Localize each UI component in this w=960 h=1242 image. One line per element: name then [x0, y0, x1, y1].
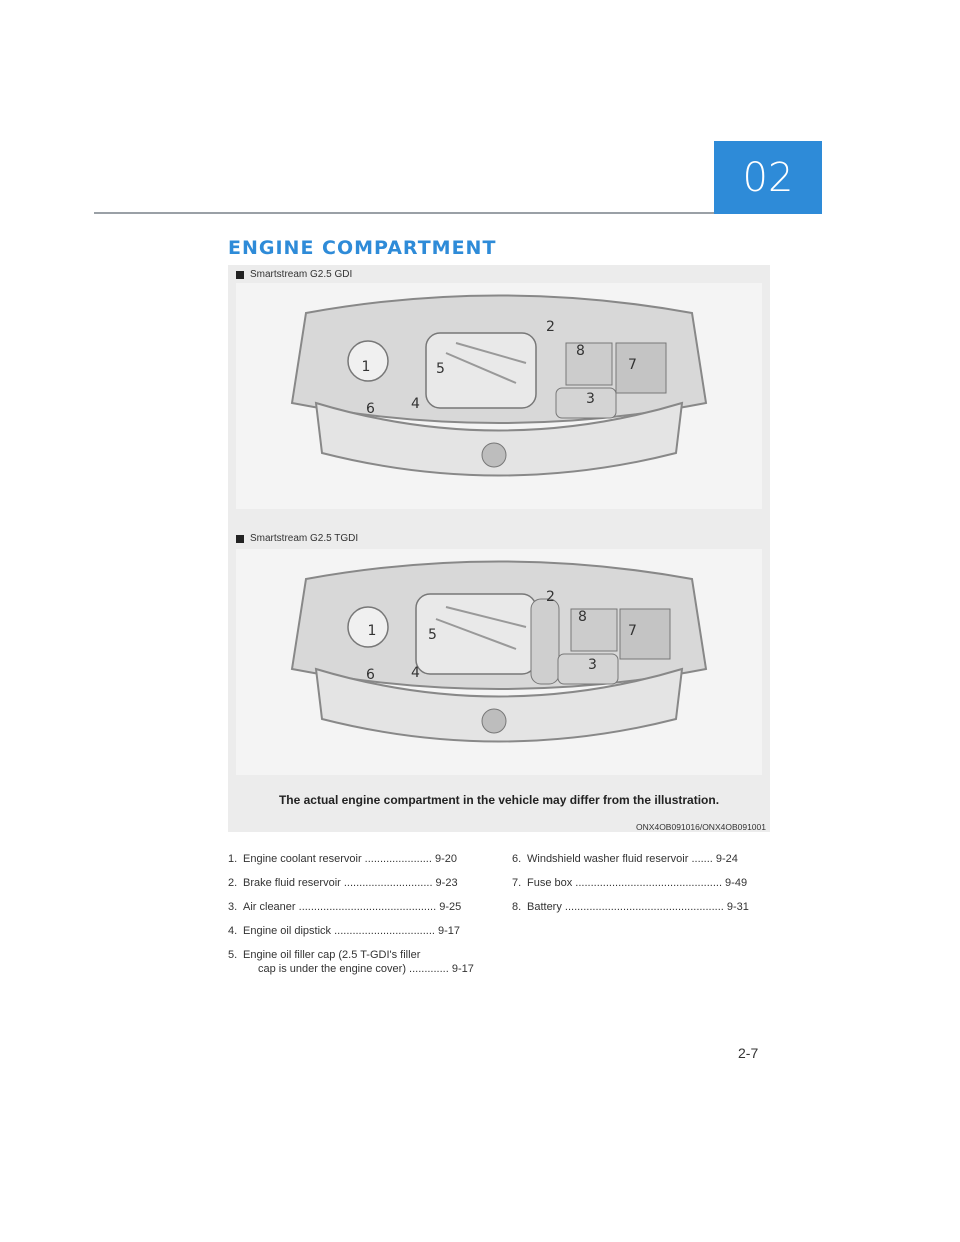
parts-list-left: 1. Engine coolant reservoir ............…: [228, 852, 490, 986]
item-text: Windshield washer fluid reservoir ......…: [527, 853, 738, 865]
item-text: Brake fluid reservoir ..................…: [243, 877, 458, 889]
figure-label-tgdi-text: Smartstream G2.5 TGDI: [250, 533, 359, 544]
callout-8: 8: [578, 609, 587, 625]
item-text: Fuse box ...............................…: [527, 877, 748, 889]
list-item: 5. Engine oil filler cap (2.5 T-GDI's fi…: [228, 948, 490, 976]
callout-6: 6: [366, 401, 375, 417]
figure-label-tgdi: Smartstream G2.5 TGDI: [236, 533, 358, 544]
engine-tgdi-svg: 1 2 3 4 5 6 7 8: [290, 560, 708, 743]
callout-4: 4: [411, 665, 420, 681]
engine-gdi-svg: 1 2 3 4 5 6 7 8: [290, 294, 708, 477]
bullet-square-icon: [236, 534, 244, 543]
item-text: Battery ................................…: [527, 901, 749, 913]
item-text: Engine coolant reservoir ...............…: [243, 853, 457, 865]
item-number: 7.: [512, 877, 522, 889]
header-rule: [94, 212, 714, 214]
parts-list-right: 6. Windshield washer fluid reservoir ...…: [512, 852, 770, 924]
callout-1: 1: [368, 623, 377, 639]
item-number: 6.: [512, 853, 522, 865]
figure-code: ONX4OB091016/ONX4OB091001: [636, 822, 766, 832]
callout-6: 6: [366, 667, 375, 683]
callout-7: 7: [628, 623, 637, 639]
item-number: 5.: [228, 949, 238, 961]
list-item: 8. Battery .............................…: [512, 900, 770, 914]
list-item: 2. Brake fluid reservoir ...............…: [228, 876, 490, 890]
callout-5: 5: [428, 627, 437, 643]
engine-illustration-gdi: 1 2 3 4 5 6 7 8: [236, 283, 762, 509]
bullet-square-icon: [236, 270, 244, 279]
item-number: 2.: [228, 877, 238, 889]
callout-3: 3: [588, 657, 597, 673]
figure-label-gdi-text: Smartstream G2.5 GDI: [250, 269, 353, 280]
item-number: 8.: [512, 901, 522, 913]
engine-illustration-tgdi: 1 2 3 4 5 6 7 8: [236, 549, 762, 775]
callout-2: 2: [546, 319, 555, 335]
callout-3: 3: [586, 391, 595, 407]
list-item: 1. Engine coolant reservoir ............…: [228, 852, 490, 866]
list-item: 6. Windshield washer fluid reservoir ...…: [512, 852, 770, 866]
item-text: Engine oil dipstick ....................…: [243, 925, 461, 937]
item-number: 3.: [228, 901, 238, 913]
item-text: Air cleaner ............................…: [243, 901, 462, 913]
item-text: Engine oil filler cap (2.5 T-GDI's fille…: [243, 949, 421, 961]
callout-1: 1: [362, 359, 371, 375]
figure-caption: The actual engine compartment in the veh…: [278, 793, 720, 807]
callout-7: 7: [628, 357, 637, 373]
chapter-tab: 02: [714, 141, 822, 214]
callout-5: 5: [436, 361, 445, 377]
list-item: 7. Fuse box ............................…: [512, 876, 770, 890]
figure-label-gdi: Smartstream G2.5 GDI: [236, 269, 352, 280]
figure-box: Smartstream G2.5 GDI 1 2 3 4 5 6 7 8: [228, 265, 770, 832]
item-number: 4.: [228, 925, 238, 937]
callout-8: 8: [576, 343, 585, 359]
page-number: 2-7: [738, 1045, 759, 1061]
item-number: 1.: [228, 853, 238, 865]
chapter-number: 02: [742, 154, 794, 201]
callout-2: 2: [546, 589, 555, 605]
list-item: 4. Engine oil dipstick .................…: [228, 924, 490, 938]
section-title: ENGINE COMPARTMENT: [228, 237, 497, 259]
list-item: 3. Air cleaner .........................…: [228, 900, 490, 914]
item-text-continued: cap is under the engine cover) .........…: [258, 963, 474, 975]
callout-4: 4: [411, 396, 420, 412]
